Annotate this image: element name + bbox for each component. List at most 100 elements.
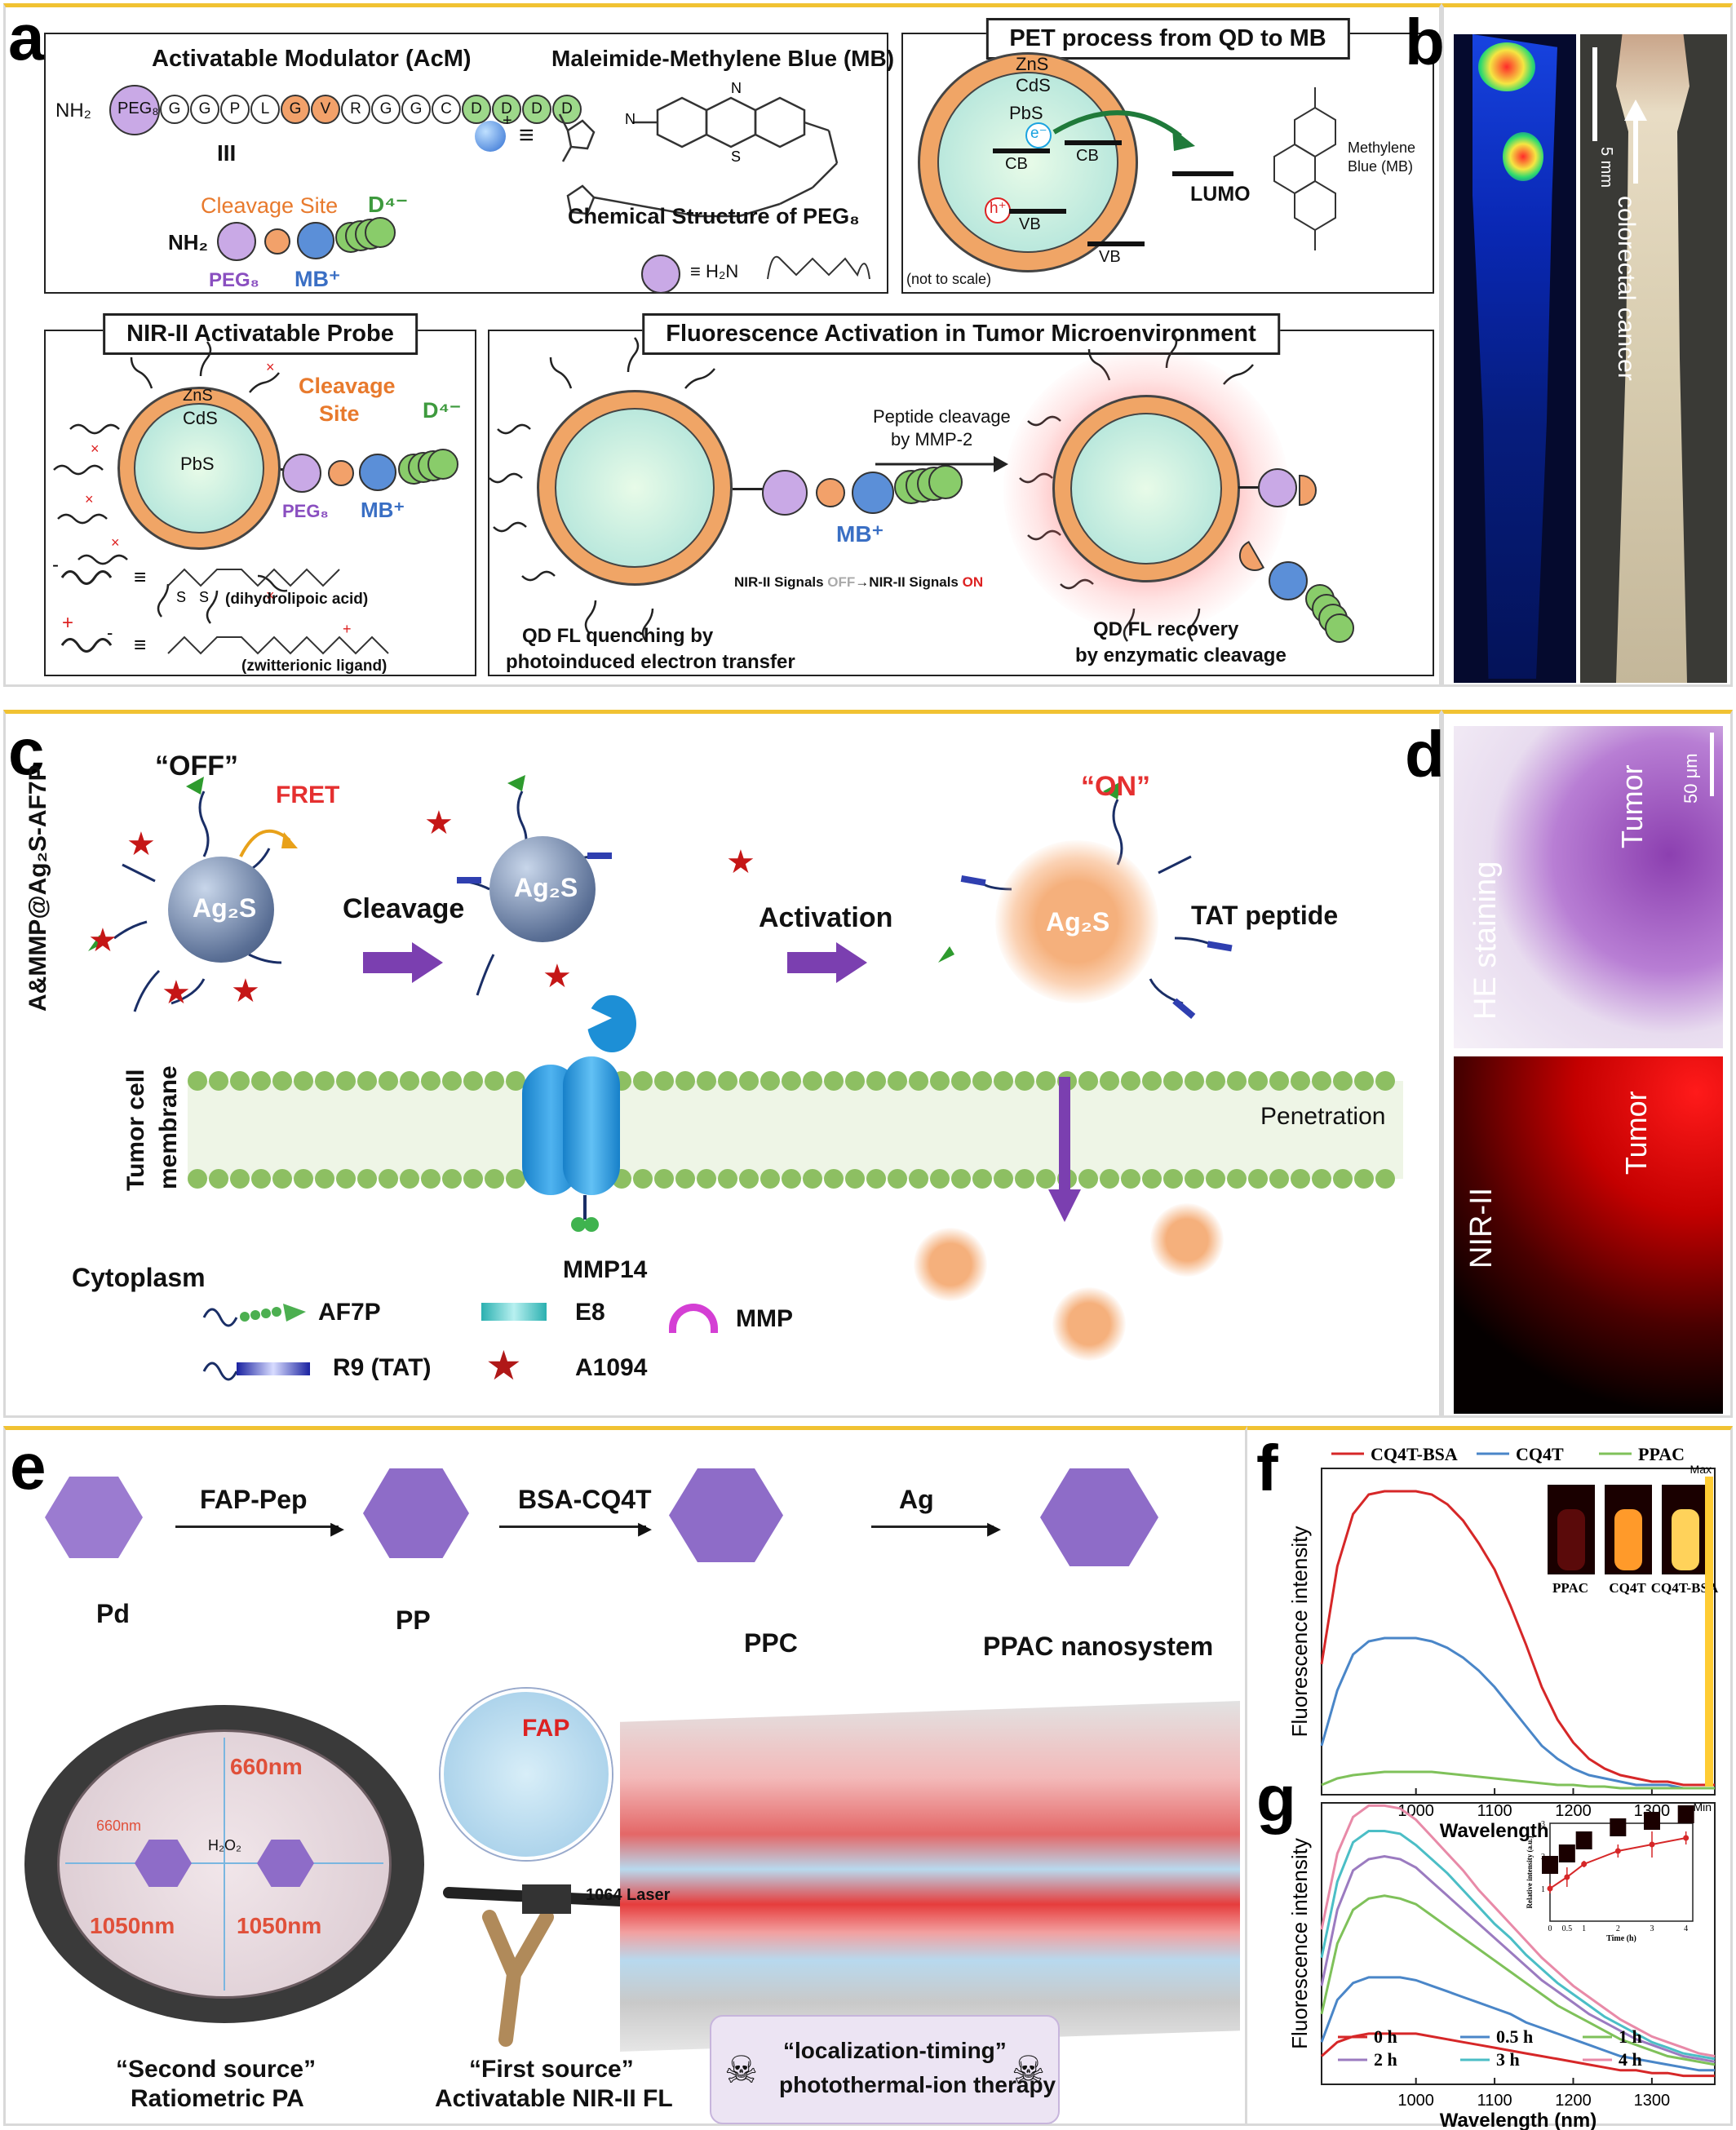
c-ag2s-2: Ag₂S bbox=[514, 873, 578, 902]
lipid-head bbox=[1227, 1071, 1247, 1091]
signals-on: ON bbox=[962, 574, 984, 590]
tumor-by-mmp2: by MMP-2 bbox=[891, 429, 973, 449]
lipid-head bbox=[442, 1071, 462, 1091]
inset-point bbox=[1683, 1835, 1690, 1841]
quenched-peg-bead bbox=[762, 470, 808, 516]
e-therapy-2: photothermal-ion therapy bbox=[779, 2072, 1056, 2097]
legend-label: PPAC bbox=[1638, 1444, 1685, 1464]
residue-g: G bbox=[371, 95, 401, 124]
lipid-head bbox=[1248, 1071, 1268, 1091]
pet-pbs: PbS bbox=[1009, 103, 1043, 123]
pet-arrow bbox=[1052, 110, 1195, 151]
lipid-head bbox=[230, 1071, 250, 1091]
lipid-head bbox=[1354, 1071, 1374, 1091]
inset-point bbox=[1564, 1874, 1570, 1880]
lipid-head bbox=[400, 1169, 419, 1189]
e-1050-right: 1050nm bbox=[237, 1913, 322, 1938]
x-tick-label: 1100 bbox=[1477, 1802, 1512, 1820]
lipid-head bbox=[485, 1071, 504, 1091]
mmp14-anchor bbox=[583, 1195, 587, 1220]
peg-struct-chain bbox=[767, 255, 870, 280]
lipid-head bbox=[888, 1071, 907, 1091]
residue-g: G bbox=[401, 95, 431, 124]
e-laser: 1064 Laser bbox=[586, 1886, 671, 1904]
panel-label-g: g bbox=[1256, 1762, 1296, 1835]
lipid-head bbox=[718, 1169, 737, 1189]
lipid-head bbox=[463, 1071, 483, 1091]
residue-d: D bbox=[462, 95, 491, 124]
colorbar bbox=[1705, 1477, 1713, 1787]
svg-text:×: × bbox=[85, 491, 94, 507]
probe-core bbox=[134, 403, 264, 534]
lipid-head bbox=[951, 1169, 971, 1189]
pet-methylene-blue: Methylene Blue (MB) bbox=[1348, 139, 1416, 175]
inset-x-tick: 4 bbox=[1684, 1924, 1688, 1933]
signals-off: OFF bbox=[827, 574, 856, 590]
quenched-linker bbox=[733, 488, 765, 490]
lipid-head bbox=[315, 1071, 334, 1091]
svg-text:≡: ≡ bbox=[134, 632, 146, 657]
lipid-head bbox=[760, 1169, 780, 1189]
internalized-particle bbox=[914, 1228, 987, 1301]
scale-bar-b bbox=[1592, 47, 1597, 141]
lipid-head bbox=[994, 1169, 1013, 1189]
tumor-arrow bbox=[875, 456, 1008, 472]
inset-line bbox=[1549, 1837, 1686, 1889]
e-stage-pd: Pd bbox=[96, 1599, 130, 1628]
lipid-head bbox=[739, 1071, 759, 1091]
residue-d: D bbox=[522, 95, 551, 124]
lipid-head bbox=[697, 1169, 716, 1189]
mb-equiv: ≡ bbox=[519, 120, 534, 149]
lipid-head bbox=[739, 1169, 759, 1189]
svg-text:-: - bbox=[107, 622, 113, 643]
inset-thumb bbox=[1542, 1856, 1558, 1874]
b-colorectal: colorectal cancer bbox=[1613, 196, 1640, 381]
lipid-head bbox=[845, 1071, 865, 1091]
e-stage-pp: PP bbox=[396, 1605, 431, 1635]
svg-text:S: S bbox=[176, 589, 186, 605]
inset-y-label: Relative intensity (a.u.) bbox=[1526, 1836, 1534, 1909]
x-tick-label: 1200 bbox=[1555, 2092, 1592, 2110]
svg-text:-: - bbox=[52, 554, 59, 576]
lipid-head bbox=[1100, 1071, 1119, 1091]
probe-ligands: ××××× bbox=[53, 341, 288, 624]
lipid-head bbox=[209, 1169, 228, 1189]
c-ag2s-mid bbox=[489, 836, 596, 942]
probe-d4-coil bbox=[398, 449, 463, 489]
c-membrane-1: Tumor cell bbox=[122, 1069, 149, 1191]
fragment-mb-bead bbox=[1269, 561, 1308, 600]
c-ag2s-3: Ag₂S bbox=[1046, 907, 1110, 937]
skull-icon-right: ☠ bbox=[1012, 2048, 1046, 2091]
tumor-peptide-cleavage: Peptide cleavage bbox=[873, 406, 1011, 427]
d-tumor2: Tumor bbox=[1619, 1091, 1653, 1175]
lipid-head bbox=[336, 1071, 356, 1091]
quenched-d4-coil bbox=[894, 465, 968, 511]
lipid-head bbox=[633, 1071, 653, 1091]
residue-c: C bbox=[432, 95, 461, 124]
lipid-head bbox=[1185, 1071, 1204, 1091]
d-nir: NIR-II bbox=[1464, 1187, 1499, 1269]
inset-thumb bbox=[1677, 1805, 1694, 1823]
legend-e8-icon bbox=[481, 1303, 547, 1321]
lipid-head bbox=[1185, 1169, 1204, 1189]
lipid-head bbox=[930, 1071, 950, 1091]
x-tick-label: 1300 bbox=[1634, 1802, 1671, 1820]
c-on: “ON” bbox=[1081, 771, 1150, 802]
e-second-2: Ratiometric PA bbox=[131, 2085, 304, 2112]
pet-cb-outer: CB bbox=[1076, 147, 1099, 165]
svg-text:×: × bbox=[266, 587, 275, 604]
x-tick-label: 1000 bbox=[1397, 2092, 1434, 2110]
inset-label: CQ4T-BSA bbox=[1651, 1580, 1719, 1596]
mmp14-tail-bead-2 bbox=[584, 1217, 599, 1232]
peg8-bead-label: PEG₈ bbox=[117, 100, 159, 117]
internalized-particle bbox=[1052, 1287, 1126, 1361]
inset-vial-glow bbox=[1672, 1509, 1699, 1570]
lipid-head bbox=[506, 1071, 525, 1091]
lipid-head bbox=[1036, 1071, 1056, 1091]
panel-c bbox=[3, 710, 1442, 1418]
inset-x-tick: 3 bbox=[1650, 1924, 1654, 1933]
